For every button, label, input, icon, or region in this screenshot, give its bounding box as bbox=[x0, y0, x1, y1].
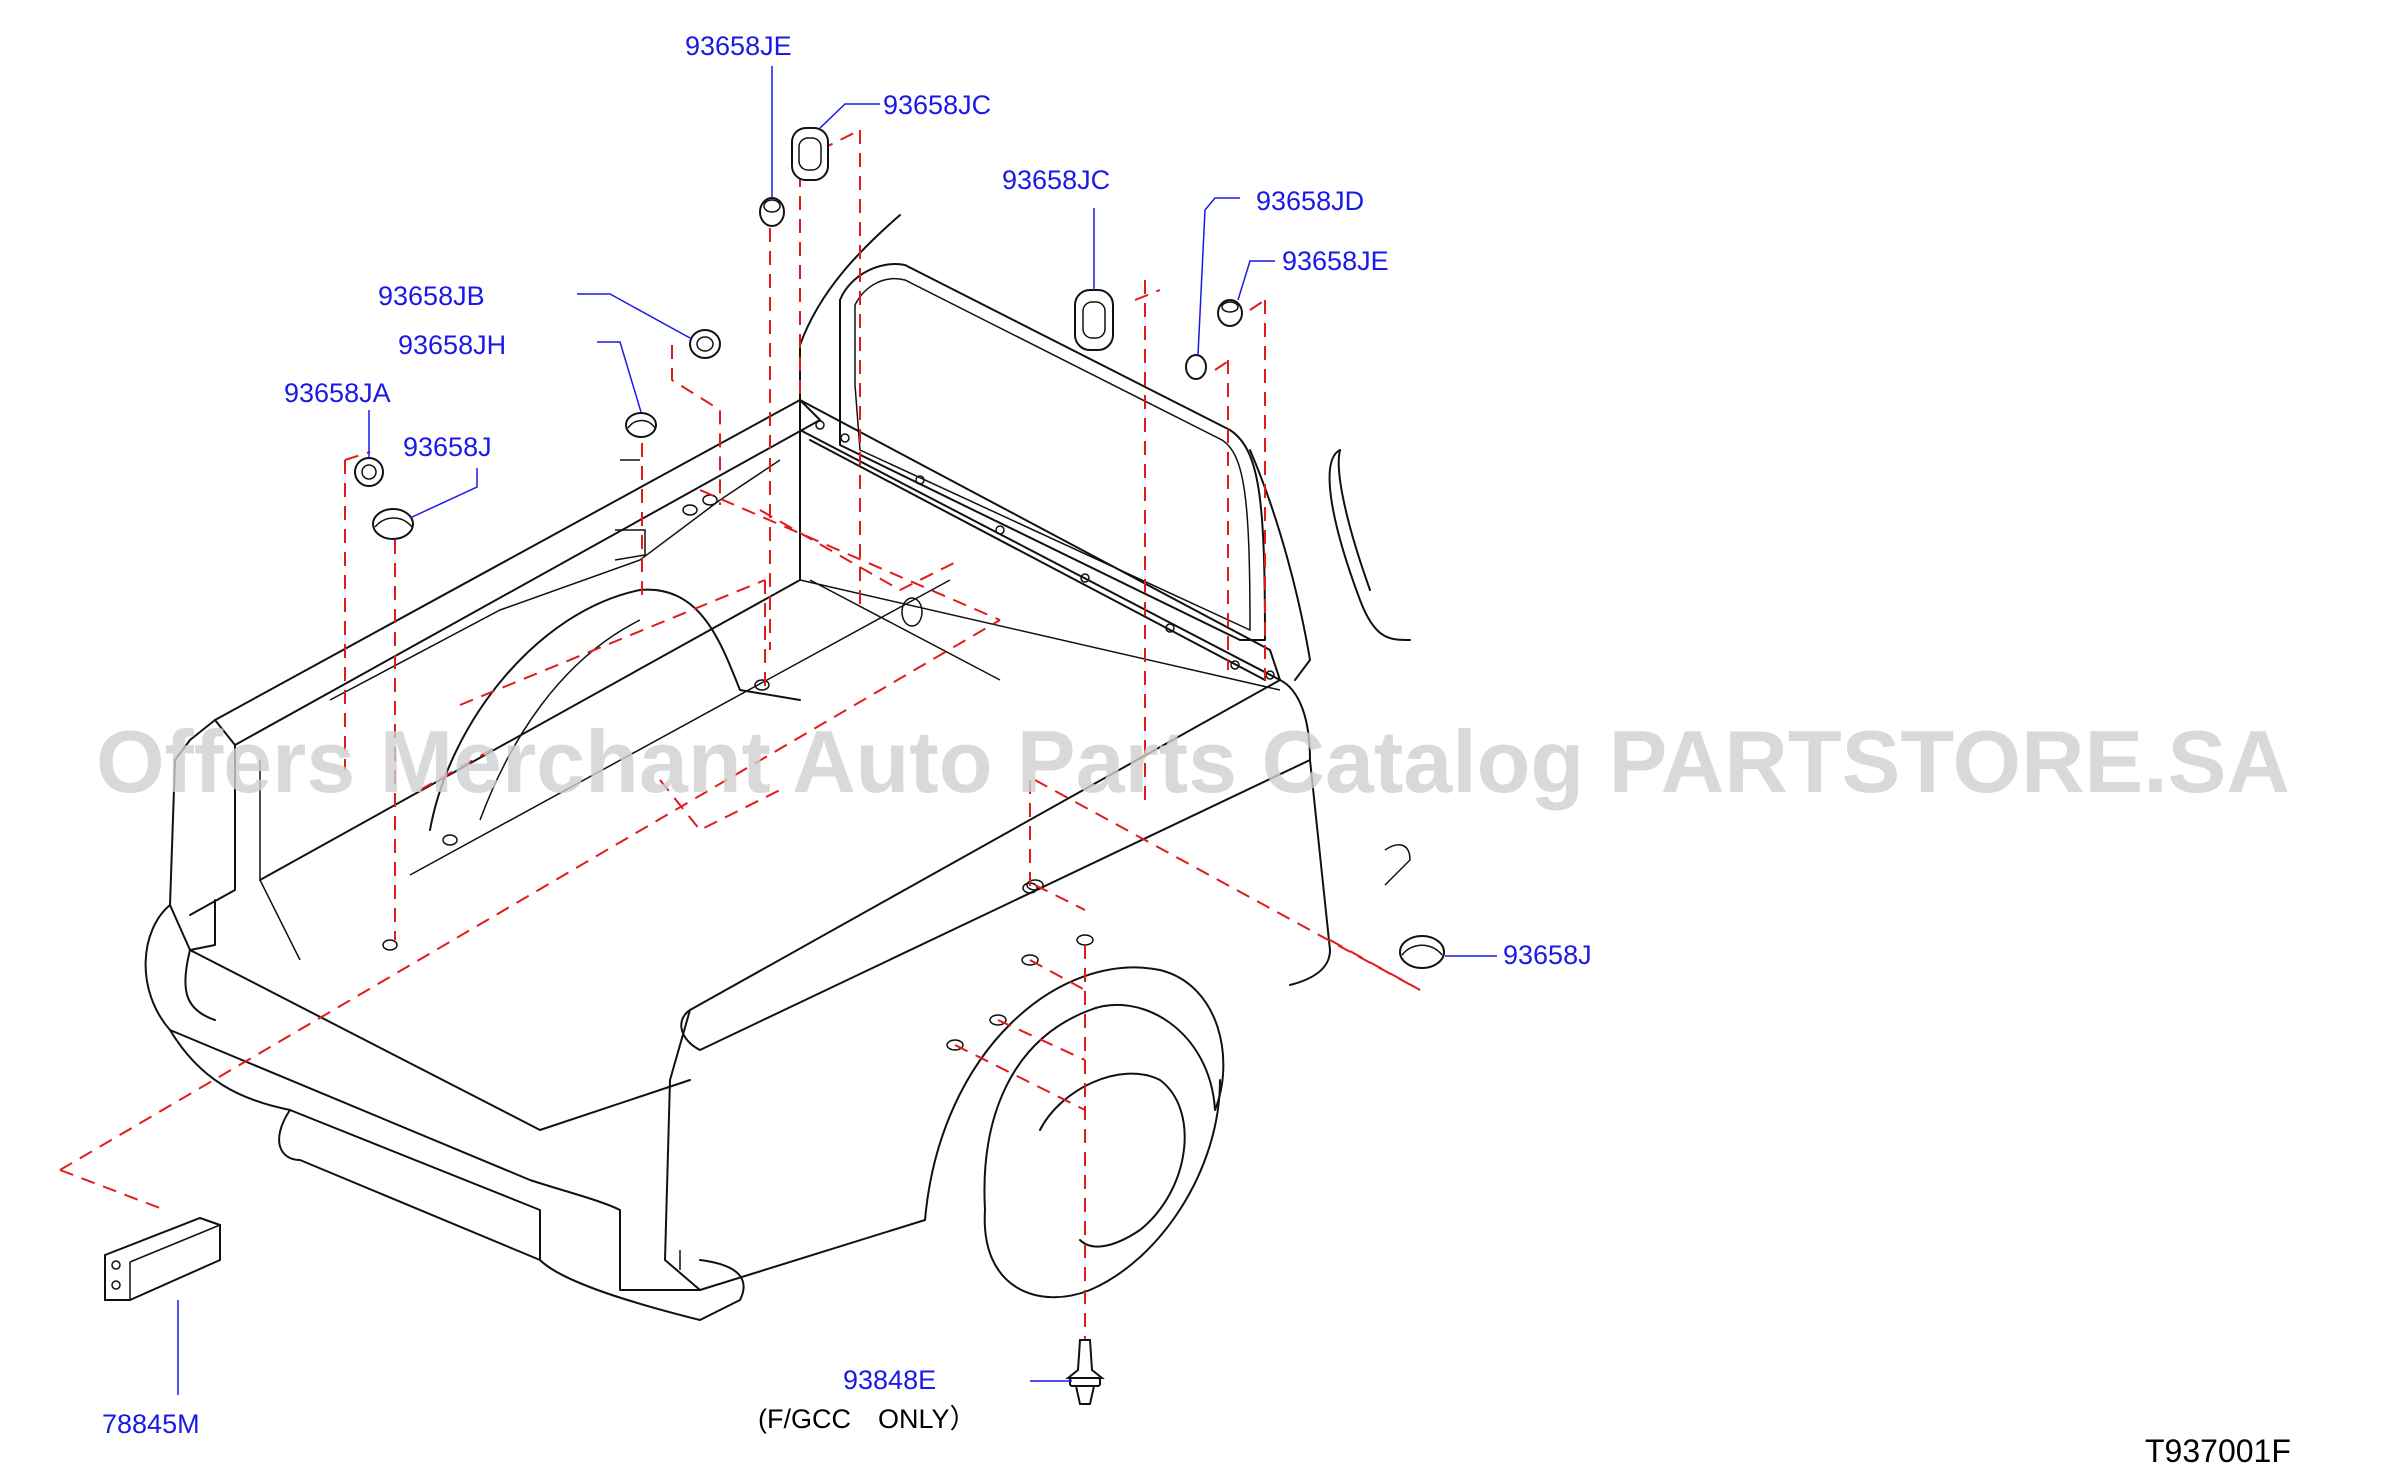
plug-93658j-left-icon[interactable] bbox=[372, 508, 414, 540]
label-clip-note: (F/GCC ONLY） bbox=[758, 1404, 977, 1434]
side-holes bbox=[946, 879, 1094, 1051]
part-labels: 93658JE 93658JC 93658JC 93658JD 93658JE … bbox=[102, 31, 1592, 1439]
plug-93658je-top-icon[interactable] bbox=[759, 197, 785, 227]
plug-93658je-right-icon[interactable] bbox=[1217, 299, 1243, 327]
truck-bed-drawing bbox=[144, 214, 1411, 1321]
label-93848e[interactable]: 93848E bbox=[843, 1365, 936, 1395]
grommet-93658jb-icon[interactable] bbox=[689, 329, 721, 359]
grommet-93658jc-mid-icon[interactable] bbox=[1074, 289, 1114, 351]
label-93658je-top[interactable]: 93658JE bbox=[685, 31, 792, 61]
assembly-lines bbox=[59, 129, 1421, 1340]
label-93658je-right[interactable]: 93658JE bbox=[1282, 246, 1389, 276]
watermark-text: Offers Merchant Auto Parts Catalog PARTS… bbox=[96, 712, 2290, 811]
plug-93658jh-icon[interactable] bbox=[625, 412, 657, 438]
label-93658jh[interactable]: 93658JH bbox=[398, 330, 506, 360]
label-93658jd[interactable]: 93658JD bbox=[1256, 186, 1364, 216]
label-93658j-left[interactable]: 93658J bbox=[403, 432, 492, 462]
label-78845m[interactable]: 78845M bbox=[102, 1409, 200, 1439]
leader-lines bbox=[177, 66, 1497, 1395]
headboard-holes bbox=[815, 420, 1275, 680]
label-93658ja[interactable]: 93658JA bbox=[284, 378, 391, 408]
diagram-code: T937001F bbox=[2145, 1433, 2291, 1469]
parts bbox=[104, 127, 1445, 1405]
plug-93658j-right-icon[interactable] bbox=[1399, 935, 1445, 969]
grommet-93658jc-top-icon[interactable] bbox=[791, 127, 829, 181]
label-93658jc-mid[interactable]: 93658JC bbox=[1002, 165, 1110, 195]
bracket-78845m-icon[interactable] bbox=[104, 1216, 221, 1301]
label-93658jb[interactable]: 93658JB bbox=[378, 281, 485, 311]
grommet-93658ja-icon[interactable] bbox=[354, 457, 384, 487]
label-93658jc-top[interactable]: 93658JC bbox=[883, 90, 991, 120]
plug-93658jd-icon[interactable] bbox=[1185, 354, 1207, 380]
clip-93848e-icon[interactable] bbox=[1065, 1339, 1105, 1405]
label-93658j-right[interactable]: 93658J bbox=[1503, 940, 1592, 970]
